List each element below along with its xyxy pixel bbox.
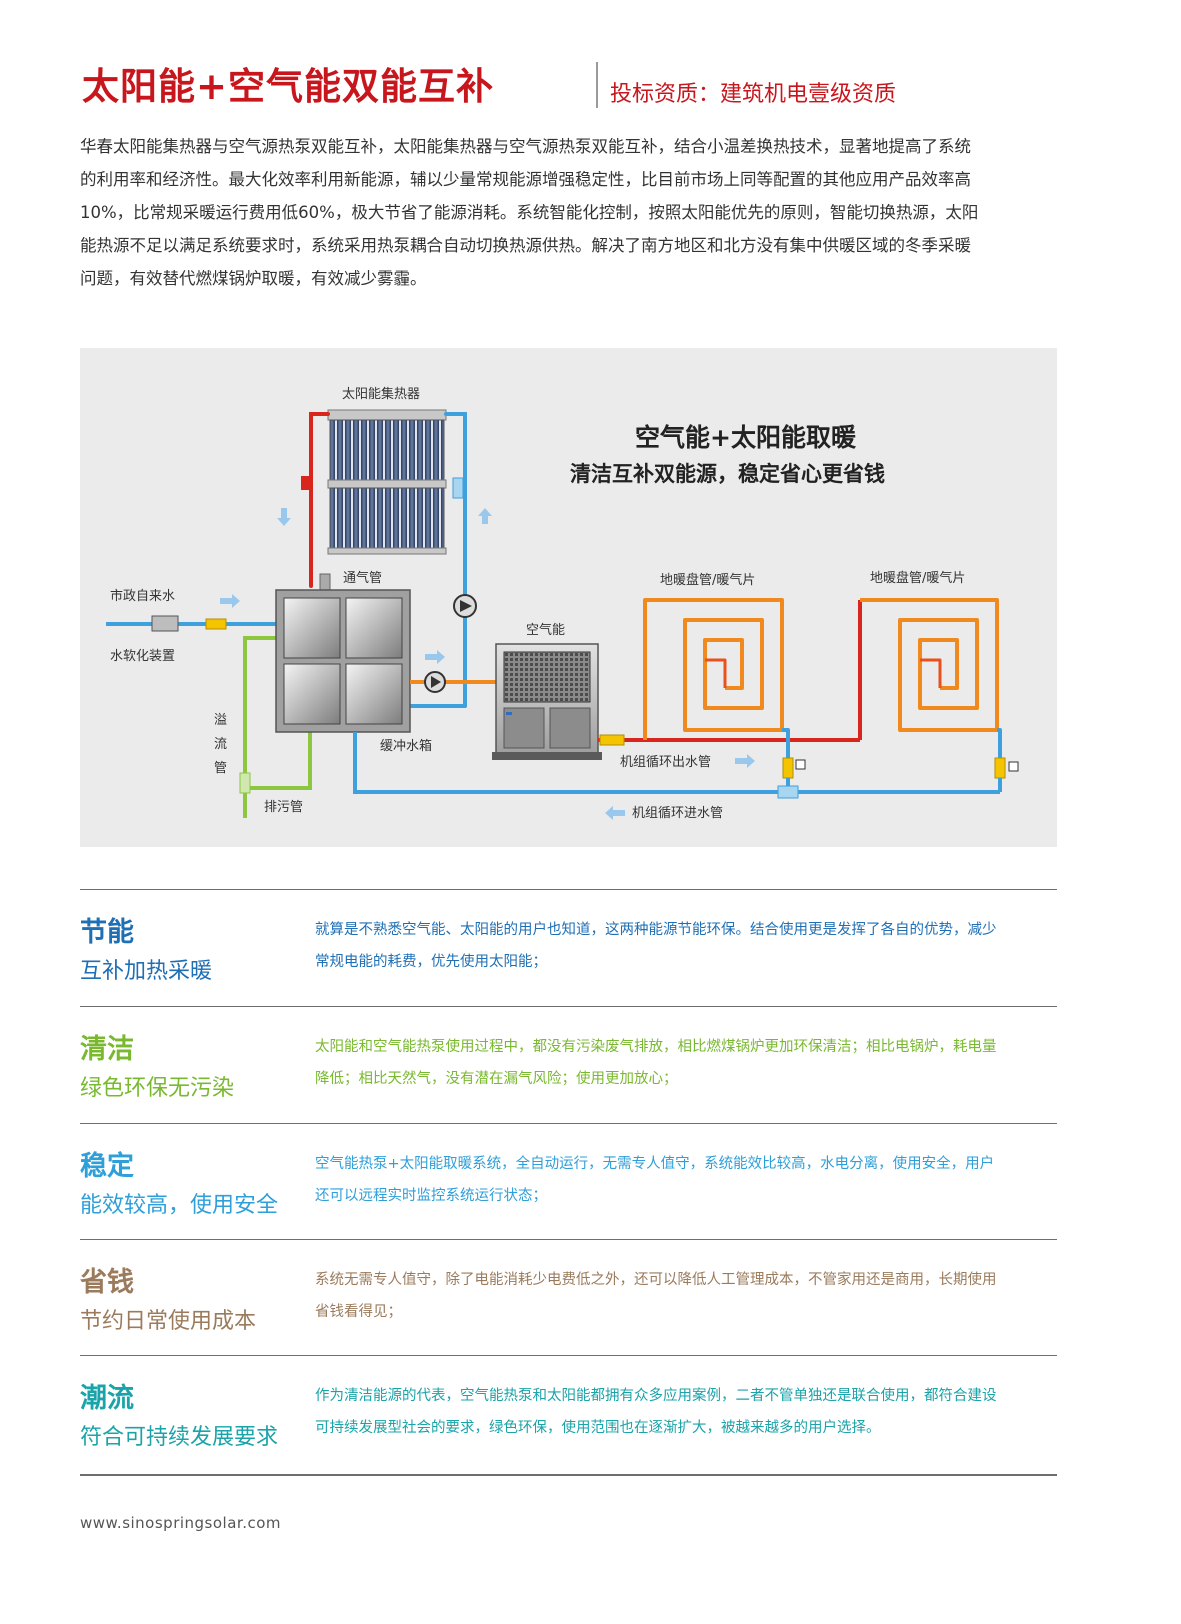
feature-subtitle: 绿色环保无污染 [80, 1076, 235, 1101]
feature-description: 太阳能和空气能热泵使用过程中，都没有污染废气排放，相比燃煤锅炉更加环保清洁；相比… [315, 1031, 1060, 1095]
circulation-pump-icon [453, 594, 477, 618]
label-solar-collector: 太阳能集热器 [342, 386, 420, 402]
feature-clean: 清洁 绿色环保无污染 太阳能和空气能热泵使用过程中，都没有污染废气排放，相比燃煤… [80, 1006, 1057, 1123]
label-overflow-2: 流 [214, 737, 227, 752]
feature-description: 就算是不熟悉空气能、太阳能的用户也知道，这两种能源节能环保。结合使用更是发挥了各… [315, 914, 1060, 978]
bottom-divider [80, 1474, 1057, 1476]
intro-line: 10%，比常规采暖运行费用低60%，极大节省了能源消耗。系统智能化控制，按照太阳… [80, 203, 979, 222]
feature-subtitle: 互补加热采暖 [80, 959, 213, 984]
air-source-heat-pump [492, 643, 602, 760]
feature-title: 稳定 [80, 1151, 134, 1182]
feature-trend: 潮流 符合可持续发展要求 作为清洁能源的代表，空气能热泵和太阳能都拥有众多应用案… [80, 1355, 1057, 1472]
label-overflow-3: 管 [214, 761, 227, 776]
page-title: 太阳能+空气能双能互补 [82, 65, 495, 108]
intro-line: 能热源不足以满足系统要求时，系统采用热泵耦合自动切换热源供热。解决了南方地区和北… [80, 236, 971, 255]
feature-desc-line: 系统无需专人值守，除了电能消耗少电费低之外，还可以降低人工管理成本，不管家用还是… [315, 1272, 997, 1288]
intro-paragraph: 华春太阳能集热器与空气源热泵双能互补，太阳能集热器与空气源热泵双能互补，结合小温… [80, 130, 1080, 295]
feature-desc-line: 太阳能和空气能热泵使用过程中，都没有污染废气排放，相比燃煤锅炉更加环保清洁；相比… [315, 1039, 997, 1055]
diagram-subheadline: 清洁互补双能源，稳定省心更省钱 [570, 462, 885, 486]
solar-collector [327, 409, 447, 555]
feature-subtitle: 节约日常使用成本 [80, 1309, 257, 1334]
unit-pump-icon [424, 671, 446, 693]
label-floor-heating-2: 地暖盘管/暖气片 [870, 570, 965, 586]
feature-description: 系统无需专人值守，除了电能消耗少电费低之外，还可以降低人工管理成本，不管家用还是… [315, 1264, 1060, 1328]
system-diagram-svg: 太阳能集热器 通气管 市政自来水 水软化装置 溢 流 管 排污管 缓冲水箱 空气… [106, 386, 1019, 821]
tank-unit-pipes [353, 680, 1000, 794]
label-air-energy: 空气能 [526, 622, 565, 638]
intro-line: 的利用率和经济性。最大化效率利用新能源，辅以少量常规能源增强稳定性，比目前市场上… [80, 170, 971, 189]
feature-title: 省钱 [80, 1267, 134, 1298]
feature-desc-line: 空气能热泵+太阳能取暖系统，全自动运行，无需专人值守，系统能效比较高，水电分离，… [315, 1156, 995, 1172]
solar-valve-right [452, 477, 464, 499]
feature-energy-saving: 节能 互补加热采暖 就算是不熟悉空气能、太阳能的用户也知道，这两种能源节能环保。… [80, 889, 1057, 1006]
feature-desc-line: 就算是不熟悉空气能、太阳能的用户也知道，这两种能源节能环保。结合使用更是发挥了各… [315, 922, 997, 938]
feature-subtitle: 符合可持续发展要求 [80, 1425, 279, 1450]
label-inlet-pipe: 机组循环进水管 [632, 806, 723, 821]
feature-desc-line: 常规电能的耗费，优先使用太阳能； [315, 954, 547, 970]
page-header: 太阳能+空气能双能互补 投标资质：建筑机电壹级资质 [82, 56, 1092, 116]
label-water-softener: 水软化装置 [110, 649, 175, 664]
label-buffer-tank: 缓冲水箱 [380, 738, 432, 754]
feature-desc-line: 还可以远程实时监控系统运行状态； [315, 1188, 547, 1204]
solar-valve-left [301, 476, 311, 490]
feature-stable: 稳定 能效较高，使用安全 空气能热泵+太阳能取暖系统，全自动运行，无需专人值守，… [80, 1123, 1057, 1240]
feature-description: 空气能热泵+太阳能取暖系统，全自动运行，无需专人值守，系统能效比较高，水电分离，… [315, 1148, 1060, 1212]
feature-desc-line: 省钱看得见； [315, 1304, 402, 1320]
flow-arrow-icons [220, 508, 755, 820]
feature-title: 节能 [80, 917, 134, 948]
buffer-tank [275, 573, 411, 733]
footer-url[interactable]: www.sinospringsolar.com [80, 1514, 282, 1532]
intro-line: 问题，有效替代燃煤锅炉取暖，有效减少雾霾。 [80, 269, 427, 288]
feature-description: 作为清洁能源的代表，空气能热泵和太阳能都拥有众多应用案例，二者不管单独还是联合使… [315, 1380, 1060, 1444]
floor-heating-coil-1 [643, 598, 790, 758]
feature-desc-line: 降低；相比天然气，没有潜在漏气风险；使用更加放心； [315, 1071, 678, 1087]
feature-title: 潮流 [80, 1383, 134, 1414]
feature-desc-line: 作为清洁能源的代表，空气能热泵和太阳能都拥有众多应用案例，二者不管单独还是联合使… [315, 1388, 997, 1404]
label-municipal-water: 市政自来水 [110, 588, 175, 604]
label-overflow-1: 溢 [214, 713, 227, 728]
water-softener-icon [151, 615, 179, 632]
label-drain-pipe: 排污管 [264, 800, 303, 815]
diagram-headline: 空气能+太阳能取暖 [635, 423, 857, 452]
intro-line: 华春太阳能集热器与空气源热泵双能互补，太阳能集热器与空气源热泵双能互补，结合小温… [80, 137, 971, 156]
feature-title: 清洁 [80, 1034, 134, 1065]
label-floor-heating-1: 地暖盘管/暖气片 [660, 572, 755, 588]
overflow-drain-pipes [243, 636, 312, 818]
water-inlet [106, 615, 276, 632]
system-diagram: 太阳能集热器 通气管 市政自来水 水软化装置 溢 流 管 排污管 缓冲水箱 空气… [80, 348, 1057, 847]
feature-cost-saving: 省钱 节约日常使用成本 系统无需专人值守，除了电能消耗少电费低之外，还可以降低人… [80, 1239, 1057, 1356]
label-outlet-pipe: 机组循环出水管 [620, 755, 711, 770]
label-vent-pipe: 通气管 [343, 570, 382, 586]
floor-heating-coil-2 [860, 598, 1002, 758]
qualification-text: 投标资质：建筑机电壹级资质 [610, 82, 897, 107]
feature-desc-line: 可持续发展型社会的要求，绿色环保，使用范围也在逐渐扩大，被越来越多的用户选择。 [315, 1420, 881, 1436]
feature-subtitle: 能效较高，使用安全 [80, 1193, 279, 1218]
title-divider [596, 62, 598, 108]
